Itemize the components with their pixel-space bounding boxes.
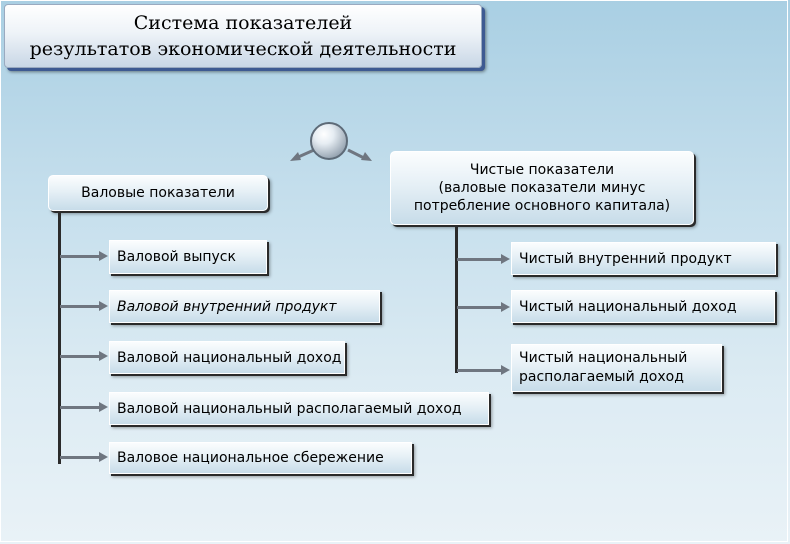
gross-trunk-line <box>58 211 61 464</box>
gross-item-gdp: Валовой внутренний продукт <box>109 290 380 323</box>
net-connector-2 <box>457 302 510 312</box>
net-header-line-2: (валовые показатели минус <box>438 180 646 196</box>
gross-connector-1 <box>60 251 108 261</box>
net-indicators-header: Чистые показатели (валовые показатели ми… <box>390 151 694 225</box>
gross-connector-4 <box>60 402 108 412</box>
net-connector-1 <box>457 254 510 264</box>
double-arrow-icon <box>290 148 372 161</box>
title-line-2: результатов экономической деятельности <box>29 38 457 60</box>
net-item-ndp: Чистый внутренний продукт <box>511 242 776 275</box>
net-trunk-line <box>455 225 458 373</box>
sphere-icon <box>310 122 348 160</box>
gross-item-gni: Валовой национальный доход <box>109 341 345 374</box>
gross-connector-3 <box>60 351 108 361</box>
gross-connector-5 <box>60 452 108 462</box>
net-item-nndi: Чистый национальный располагаемый доход <box>511 344 722 392</box>
title-line-1: Система показателей <box>133 12 353 34</box>
net-header-line-3: потребление основного капитала) <box>413 198 671 214</box>
gross-item-output: Валовой выпуск <box>109 240 267 274</box>
gross-connector-2 <box>60 301 108 311</box>
net-connector-3 <box>457 365 510 375</box>
gross-item-gndi: Валовой национальный располагаемый доход <box>109 392 489 425</box>
net-item-nni: Чистый национальный доход <box>511 290 775 323</box>
gross-indicators-header: Валовые показатели <box>48 175 268 211</box>
diagram-title: Система показателей результатов экономич… <box>4 4 482 68</box>
net-header-line-1: Чистые показатели <box>469 162 615 178</box>
net-item3-line-2: располагаемый доход <box>519 369 684 385</box>
gross-header-label: Валовые показатели <box>81 185 235 201</box>
net-item3-line-1: Чистый национальный <box>519 350 688 366</box>
gross-item-savings: Валовое национальное сбережение <box>109 442 412 474</box>
